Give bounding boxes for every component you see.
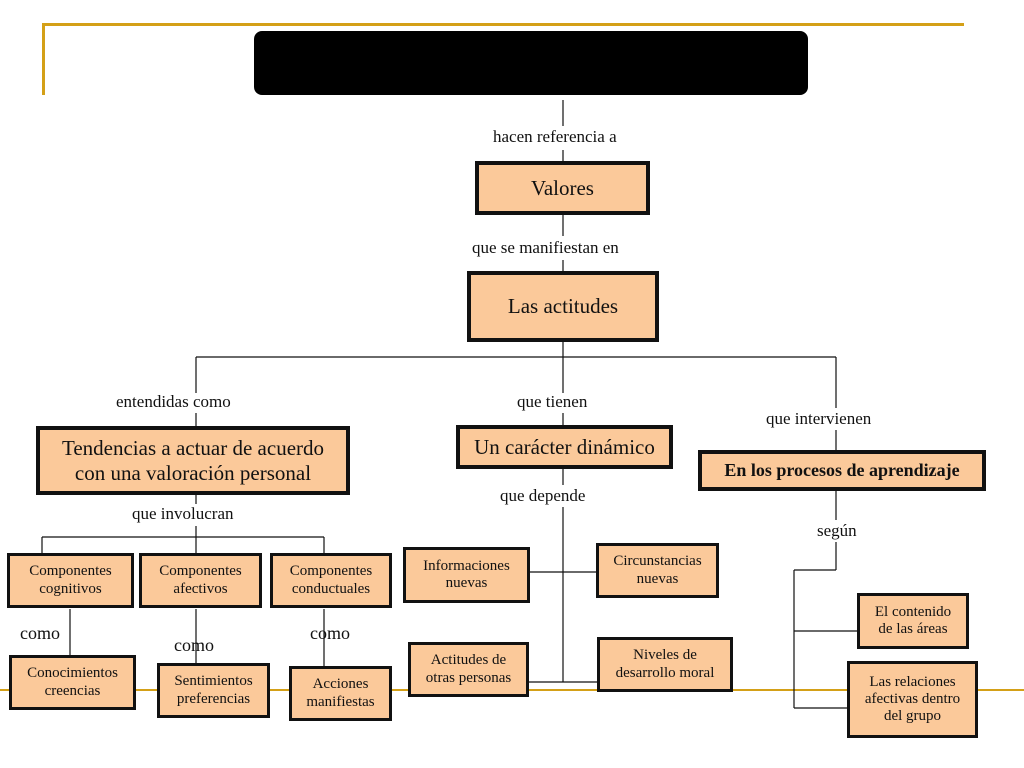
link-label-como-3: como [310, 623, 350, 644]
node-relaciones-afectivas: Las relaciones afectivas dentro del grup… [847, 661, 978, 738]
node-text-line: preferencias [176, 690, 251, 707]
link-text: que se manifiestan en [472, 238, 619, 257]
node-text-line: El contenido [874, 603, 952, 620]
node-text-line: Sentimientos [174, 673, 253, 690]
node-text-line: de las áreas [878, 621, 948, 637]
link-text: como [310, 623, 350, 643]
link-label-hacen: hacen referencia a [493, 127, 617, 147]
link-label-depende: que depende [500, 486, 585, 506]
node-informaciones-nuevas: Informaciones nuevas [403, 547, 530, 603]
node-text-line: del grupo [883, 708, 942, 725]
node-text-line: Actitudes de [430, 652, 507, 669]
link-label-entendidas: entendidas como [116, 392, 231, 412]
node-text-line: manifiestas [306, 693, 375, 710]
link-label-como-1: como [20, 623, 60, 644]
link-label-segun: según [817, 521, 857, 541]
link-label-intervienen: que intervienen [766, 409, 871, 429]
node-componentes-afectivos: Componentes afectivos [139, 553, 262, 608]
node-text-line: afectivas dentro [864, 690, 961, 707]
link-text: que depende [500, 486, 586, 505]
node-las-actitudes: Las actitudes [467, 271, 659, 342]
link-text: según [817, 521, 857, 540]
node-text-line: Componentes [29, 563, 112, 580]
node-text: Un carácter dinámico [474, 434, 655, 459]
node-actitudes-otras-personas: Actitudes de otras personas [408, 642, 529, 697]
node-text-line: cognitivos [39, 580, 102, 597]
node-text-line: Tendencias a actuar de acuerdo [61, 436, 325, 461]
node-text: En los procesos de aprendizaje [724, 460, 960, 481]
node-text-line: nuevas [636, 570, 679, 587]
node-caracter-dinamico: Un carácter dinámico [456, 425, 673, 469]
node-tendencias: Tendencias a actuar de acuerdo con una v… [36, 426, 350, 495]
link-text: como [174, 635, 214, 655]
title-banner [254, 31, 808, 95]
decorative-frame-left [42, 23, 45, 95]
node-text: Valores [531, 175, 594, 200]
node-componentes-cognitivos: Componentes cognitivos [7, 553, 134, 608]
link-text: que involucran [132, 504, 234, 523]
node-text-line: conductuales [291, 580, 371, 597]
node-componentes-conductuales: Componentes conductuales [270, 553, 392, 608]
node-sentimientos-preferencias: Sentimientos preferencias [157, 663, 270, 718]
link-text: que intervienen [766, 409, 872, 428]
node-niveles-desarrollo-moral: Niveles de desarrollo moral [597, 637, 733, 692]
node-circunstancias-nuevas: Circunstancias nuevas [596, 543, 719, 598]
node-text-line: creencias [44, 682, 101, 699]
node-procesos-aprendizaje: En los procesos de aprendizaje [698, 450, 986, 491]
node-conocimientos-creencias: Conocimientos creencias [9, 655, 136, 710]
node-contenido-areas: El contenido de las áreas [857, 593, 969, 649]
link-text: hacen referencia a [493, 127, 617, 146]
node-text-line: Componentes [289, 563, 373, 580]
node-text-line: Circunstancias [613, 553, 702, 570]
link-text: que tienen [517, 392, 588, 411]
node-valores: Valores [475, 161, 650, 215]
node-text-line: Las relaciones [869, 673, 956, 690]
node-acciones-manifiestas: Acciones manifiestas [289, 666, 392, 721]
node-text-line: Componentes [159, 563, 242, 580]
node-text-line: Niveles de [633, 647, 697, 664]
node-text-line: desarrollo moral [615, 664, 715, 681]
link-label-manifiestan: que se manifiestan en [472, 238, 619, 258]
node-text-line: con una valoración personal [74, 460, 312, 485]
link-label-tienen: que tienen [517, 392, 587, 412]
decorative-frame-top [42, 23, 964, 26]
link-text: entendidas como [116, 392, 231, 411]
node-text-line: nuevas [445, 575, 488, 591]
link-label-involucran: que involucran [132, 504, 234, 524]
node-text-line: Conocimientos [27, 665, 118, 682]
node-text-line: otras personas [425, 669, 512, 686]
link-label-como-2: como [174, 635, 214, 656]
node-text: Las actitudes [507, 294, 619, 319]
node-text-line: Informaciones [423, 557, 510, 574]
link-text: como [20, 623, 60, 643]
node-text-line: afectivos [173, 580, 228, 597]
node-text-line: Acciones [312, 676, 369, 693]
